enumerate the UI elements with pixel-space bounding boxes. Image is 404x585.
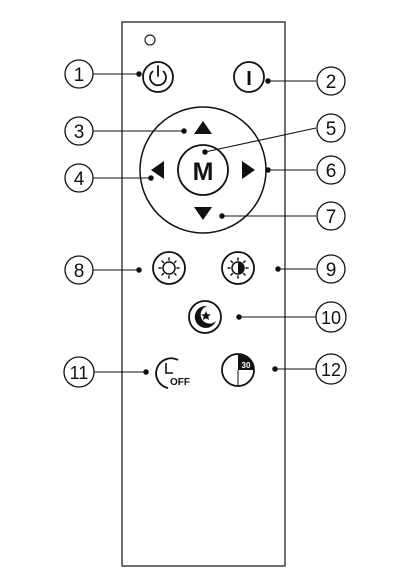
brightness-high-icon: [227, 257, 249, 279]
on-button[interactable]: I: [233, 61, 265, 93]
callout-leaders: [93, 71, 317, 375]
svg-text:1: 1: [74, 65, 85, 86]
callout-8: 8: [64, 255, 94, 285]
callout-9: 9: [316, 254, 346, 284]
timer-30-icon: [237, 354, 254, 386]
callout-5: 5: [316, 113, 346, 143]
svg-text:4: 4: [74, 169, 85, 190]
leader-5: [204, 127, 317, 153]
svg-text:10: 10: [321, 308, 341, 328]
callout-3: 3: [64, 116, 94, 146]
mode-button[interactable]: M: [177, 144, 229, 196]
arrow-right-button[interactable]: [242, 161, 255, 179]
callout-2: 2: [316, 66, 346, 96]
arrow-left-button[interactable]: [151, 161, 164, 179]
brightness-down-button[interactable]: [152, 251, 186, 285]
svg-text:11: 11: [70, 363, 89, 383]
timer-off-icon: [155, 357, 179, 389]
svg-text:2: 2: [326, 72, 337, 93]
callout-12: 12: [315, 353, 347, 385]
svg-text:7: 7: [326, 207, 337, 228]
svg-text:8: 8: [74, 261, 85, 282]
arrow-up-button[interactable]: [194, 121, 212, 134]
moon-star-icon: [194, 305, 216, 328]
callout-10: 10: [315, 301, 347, 333]
timer-off-label: OFF: [170, 377, 190, 388]
on-button-label: I: [246, 68, 252, 90]
timer-30-label: 30: [242, 361, 251, 370]
mode-button-label: M: [193, 158, 214, 186]
remote-body: [121, 21, 286, 567]
callout-7: 7: [316, 201, 346, 231]
night-mode-button[interactable]: [188, 300, 222, 334]
brightness-low-icon: [158, 257, 180, 279]
ir-led-indicator: [144, 34, 156, 46]
svg-text:12: 12: [321, 360, 341, 380]
svg-text:9: 9: [326, 260, 337, 281]
callout-11: 11: [63, 356, 95, 388]
svg-text:6: 6: [326, 161, 337, 182]
callout-6: 6: [316, 155, 346, 185]
brightness-up-button[interactable]: [221, 251, 255, 285]
svg-text:3: 3: [74, 122, 85, 143]
svg-text:5: 5: [326, 119, 337, 140]
callout-1: 1: [64, 59, 94, 89]
callout-4: 4: [64, 163, 94, 193]
power-icon: [149, 65, 167, 87]
timer-off-button[interactable]: OFF: [155, 357, 190, 389]
timer-30-button[interactable]: 30: [221, 353, 255, 387]
power-button[interactable]: [142, 61, 174, 93]
arrow-down-button[interactable]: [194, 207, 212, 220]
